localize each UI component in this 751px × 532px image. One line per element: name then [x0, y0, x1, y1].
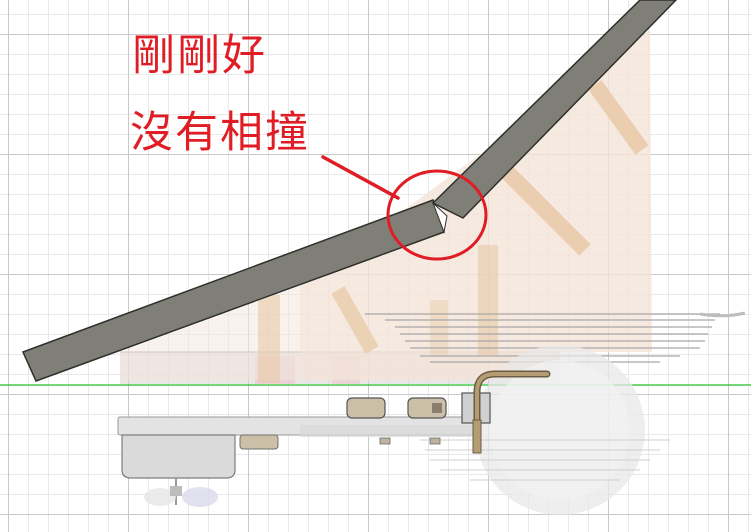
- highlight-circle: [386, 169, 488, 261]
- support-post: [258, 295, 280, 383]
- component-box: [121, 434, 236, 479]
- pcb-underside: [300, 425, 480, 437]
- annotation-line-1: 剛剛好: [132, 31, 267, 81]
- solder-joint: [379, 437, 441, 445]
- support-rib: [331, 286, 379, 354]
- component-foot: [182, 487, 218, 507]
- switch-knob: [432, 403, 442, 413]
- component-foot-pad: [170, 486, 182, 496]
- lid-panel-upper: [431, 0, 678, 219]
- header-pin-core: [475, 372, 549, 422]
- component-foot: [144, 488, 176, 506]
- switch-component: [346, 397, 386, 419]
- wheel-lines: [420, 439, 670, 481]
- header-pin-lower: [472, 419, 482, 454]
- support-rib: [588, 80, 649, 155]
- support-post: [478, 245, 498, 355]
- contact-gap: [432, 202, 448, 234]
- annotation-line-2: 沒有相撞: [130, 108, 310, 158]
- smd-chip: [239, 434, 279, 450]
- triangle-support-lower: [120, 286, 300, 380]
- shelf-cap: [699, 311, 746, 318]
- wheel-ghost-inner: [490, 360, 630, 500]
- annotation-pointer: [321, 155, 400, 200]
- support-rib: [494, 159, 591, 256]
